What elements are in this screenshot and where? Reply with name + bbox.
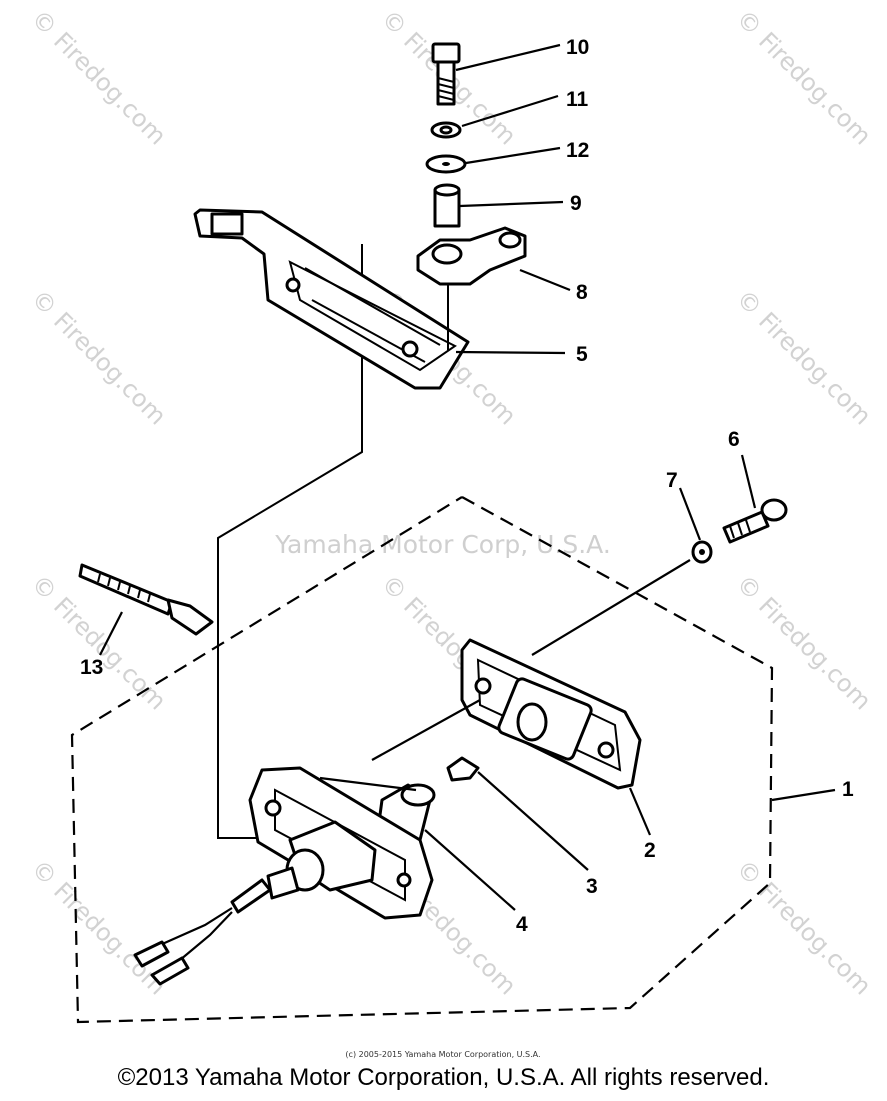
watermark-tile: © Firedog.com <box>26 4 172 150</box>
bolt-10 <box>431 42 461 106</box>
watermark-tile: © Firedog.com <box>26 854 172 1000</box>
watermark-tile: © Firedog.com <box>731 569 877 715</box>
bulb-3 <box>446 756 480 782</box>
bolt-6 <box>722 498 788 544</box>
reference-line <box>217 244 363 839</box>
bracket <box>193 208 470 390</box>
wire-leads <box>133 878 272 986</box>
callout-9: 9 <box>570 192 582 215</box>
callout-6: 6 <box>728 428 740 451</box>
callout-3: 3 <box>586 875 598 898</box>
lens-2 <box>460 638 642 790</box>
callout-11: 11 <box>566 88 589 111</box>
callout-7: 7 <box>666 469 678 492</box>
callout-4: 4 <box>516 913 528 936</box>
collar-9 <box>433 183 461 228</box>
lamp-housing <box>248 766 434 920</box>
callout-13: 13 <box>80 656 103 679</box>
watermark-main: Yamaha Motor Corp, U.S.A. <box>274 530 611 559</box>
assembly-outline <box>70 496 774 1024</box>
watermark-tile: © Firedog.com <box>26 284 172 430</box>
callout-2: 2 <box>644 839 656 862</box>
leader-lines <box>99 43 836 911</box>
copyright-notice: ©2013 Yamaha Motor Corporation, U.S.A. A… <box>117 1064 770 1091</box>
callouts: 10 11 12 9 8 5 6 7 13 1 2 3 4 <box>80 36 854 936</box>
callout-12: 12 <box>566 139 589 162</box>
watermark-tile: © Firedog.com <box>731 854 877 1000</box>
watermark-tile: © Firedog.com <box>731 4 877 150</box>
arm-8 <box>416 226 527 350</box>
callout-10: 10 <box>566 36 589 59</box>
callout-1: 1 <box>842 778 854 801</box>
callout-8: 8 <box>576 281 588 304</box>
callout-5: 5 <box>576 343 588 366</box>
watermark-tiles: © Firedog.com © Firedog.com © Firedog.co… <box>26 4 877 1000</box>
small-copyright: (c) 2005-2015 Yamaha Motor Corporation, … <box>345 1050 540 1059</box>
watermark-tile: © Firedog.com <box>731 284 877 430</box>
cable-tie-13 <box>78 563 214 636</box>
